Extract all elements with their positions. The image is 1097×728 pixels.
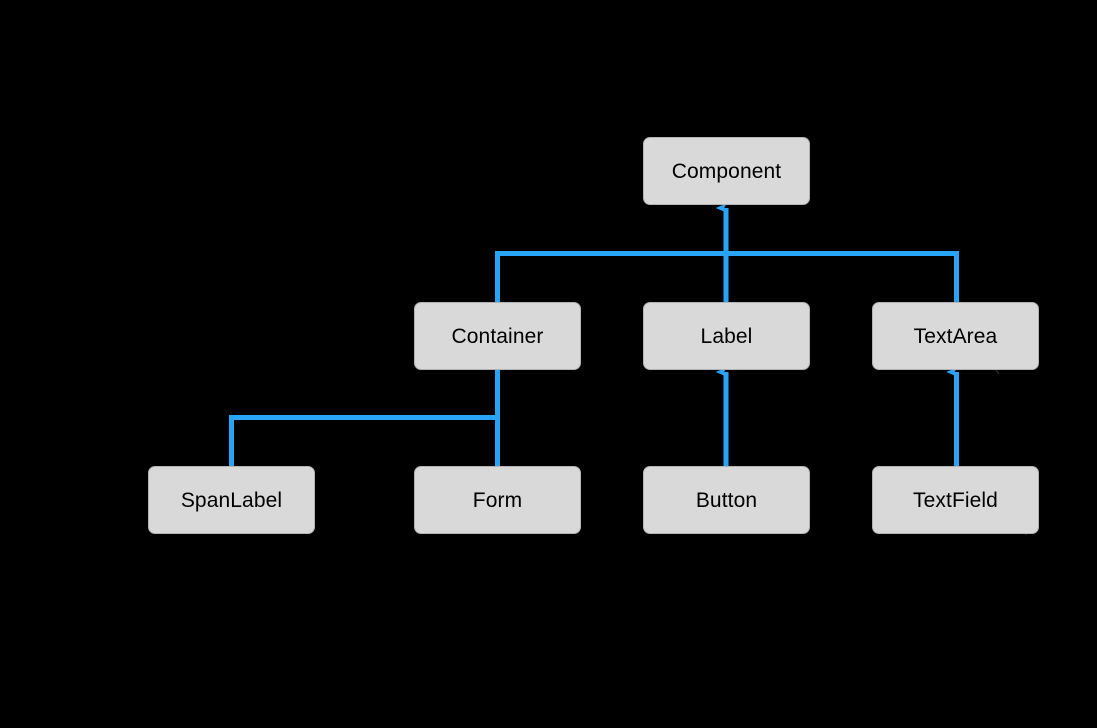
- node-component[interactable]: Component: [643, 137, 810, 205]
- node-form[interactable]: Form: [414, 466, 581, 534]
- node-spanlabel[interactable]: SpanLabel: [148, 466, 315, 534]
- edge-container-to-component: [495, 251, 726, 302]
- node-component-label: Component: [671, 159, 782, 183]
- node-textfield-label: TextField: [913, 488, 998, 512]
- node-spanlabel-label: SpanLabel: [180, 488, 283, 512]
- node-container-label: Container: [451, 324, 544, 348]
- node-label[interactable]: Label: [643, 302, 810, 370]
- node-button[interactable]: Button: [643, 466, 810, 534]
- node-textarea[interactable]: TextArea: [872, 302, 1039, 370]
- node-label-label: Label: [700, 324, 753, 348]
- node-form-label: Form: [472, 488, 523, 512]
- node-container[interactable]: Container: [414, 302, 581, 370]
- edge-textarea-to-component: [726, 251, 959, 302]
- node-button-label: Button: [695, 488, 758, 512]
- node-textfield[interactable]: TextField: [872, 466, 1039, 534]
- node-textarea-label: TextArea: [913, 324, 998, 348]
- edge-spanlabel-to-container: [229, 415, 498, 466]
